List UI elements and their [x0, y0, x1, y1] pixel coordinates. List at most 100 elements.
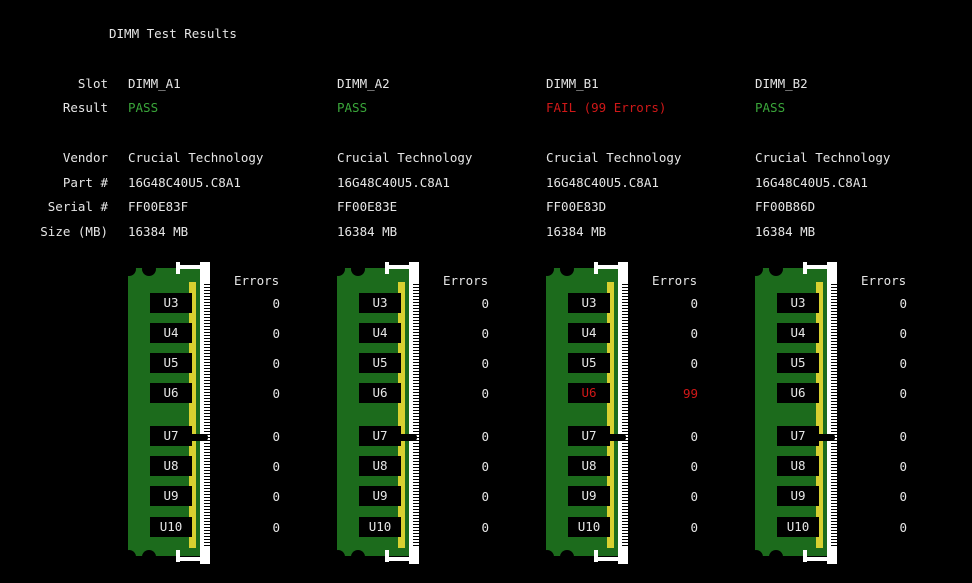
- error-count-u6: 0: [481, 386, 489, 401]
- memory-chip-u6: U6: [359, 383, 401, 403]
- label-serial: Serial #: [47, 199, 108, 214]
- error-count-u5: 0: [899, 356, 907, 371]
- label-size: Size (MB): [40, 224, 108, 239]
- dimm-notch: [142, 262, 156, 276]
- error-count-u10: 0: [272, 520, 280, 535]
- dimm-result: PASS: [337, 100, 368, 115]
- dimm-pcb: [546, 268, 618, 556]
- dimm-vendor: Crucial Technology: [128, 150, 264, 165]
- dimm-notch: [351, 550, 365, 564]
- dimm-vendor: Crucial Technology: [546, 150, 682, 165]
- dimm-pcb: [755, 268, 827, 556]
- error-count-u6: 0: [272, 386, 280, 401]
- dimm-part: 16G48C40U5.C8A1: [128, 175, 241, 190]
- dimm-latch-top-post: [594, 262, 598, 274]
- dimm-key-notch: [397, 434, 417, 441]
- memory-chip-u9: U9: [150, 486, 192, 506]
- label-result: Result: [62, 100, 108, 115]
- error-count-u3: 0: [272, 296, 280, 311]
- error-count-u3: 0: [690, 296, 698, 311]
- error-count-u7: 0: [899, 429, 907, 444]
- errors-header: Errors: [861, 273, 907, 288]
- dimm-notch: [560, 550, 574, 564]
- memory-chip-u7: U7: [568, 426, 610, 446]
- memory-chip-u10: U10: [568, 517, 610, 537]
- error-count-u6: 0: [899, 386, 907, 401]
- dimm-latch-top: [803, 265, 831, 269]
- dimm-latch-bottom: [803, 557, 831, 561]
- dimm-size: 16384 MB: [128, 224, 189, 239]
- dimm-vendor: Crucial Technology: [337, 150, 473, 165]
- dimm-size: 16384 MB: [755, 224, 816, 239]
- memory-chip-u5: U5: [777, 353, 819, 373]
- memory-chip-u9: U9: [777, 486, 819, 506]
- error-count-u7: 0: [272, 429, 280, 444]
- dimm-latch-top-post: [385, 262, 389, 274]
- memory-chip-u4: U4: [568, 323, 610, 343]
- error-count-u5: 0: [272, 356, 280, 371]
- dimm-part: 16G48C40U5.C8A1: [337, 175, 450, 190]
- dimm-notch: [769, 550, 783, 564]
- error-count-u5: 0: [481, 356, 489, 371]
- dimm-result: PASS: [128, 100, 159, 115]
- label-slot: Slot: [77, 76, 108, 91]
- dimm-latch-top-post: [176, 262, 180, 274]
- memory-chip-u7: U7: [777, 426, 819, 446]
- label-vendor: Vendor: [62, 150, 108, 165]
- error-count-u10: 0: [899, 520, 907, 535]
- dimm-slot-teeth: [622, 284, 628, 546]
- dimm-latch-bottom: [594, 557, 622, 561]
- dimm-gold-contacts: [607, 282, 614, 548]
- error-count-u5: 0: [690, 356, 698, 371]
- error-count-u8: 0: [272, 459, 280, 474]
- memory-chip-u4: U4: [150, 323, 192, 343]
- dimm-key-notch: [815, 434, 835, 441]
- dimm-slot-teeth: [204, 284, 210, 546]
- dimm-latch-bottom-post: [385, 550, 389, 562]
- dimm-part: 16G48C40U5.C8A1: [546, 175, 659, 190]
- errors-header: Errors: [652, 273, 698, 288]
- memory-chip-u3: U3: [359, 293, 401, 313]
- error-count-u7: 0: [481, 429, 489, 444]
- dimm-latch-top: [385, 265, 413, 269]
- dimm-serial: FF00E83E: [337, 199, 398, 214]
- page-title: DIMM Test Results: [109, 26, 237, 41]
- dimm-gold-contacts: [398, 282, 405, 548]
- errors-header: Errors: [443, 273, 489, 288]
- memory-chip-u6: U6: [150, 383, 192, 403]
- memory-chip-u6: U6: [568, 383, 610, 403]
- dimm-slot: DIMM_A2: [337, 76, 390, 91]
- memory-chip-u3: U3: [777, 293, 819, 313]
- dimm-notch: [540, 550, 554, 564]
- memory-chip-u8: U8: [568, 456, 610, 476]
- memory-chip-u3: U3: [150, 293, 192, 313]
- dimm-latch-bottom-post: [803, 550, 807, 562]
- dimm-latch-top: [594, 265, 622, 269]
- memory-chip-u4: U4: [359, 323, 401, 343]
- dimm-latch-bottom-post: [594, 550, 598, 562]
- memory-chip-u10: U10: [359, 517, 401, 537]
- dimm-notch: [749, 262, 763, 276]
- dimm-latch-top-post: [803, 262, 807, 274]
- dimm-vendor: Crucial Technology: [755, 150, 891, 165]
- memory-chip-u9: U9: [359, 486, 401, 506]
- dimm-result: PASS: [755, 100, 786, 115]
- dimm-serial: FF00E83F: [128, 199, 189, 214]
- dimm-notch: [331, 262, 345, 276]
- dimm-gold-contacts: [189, 282, 196, 548]
- memory-chip-u4: U4: [777, 323, 819, 343]
- error-count-u9: 0: [899, 489, 907, 504]
- error-count-u4: 0: [690, 326, 698, 341]
- error-count-u10: 0: [481, 520, 489, 535]
- memory-chip-u7: U7: [150, 426, 192, 446]
- error-count-u3: 0: [899, 296, 907, 311]
- dimm-slot: DIMM_A1: [128, 76, 181, 91]
- memory-chip-u7: U7: [359, 426, 401, 446]
- memory-chip-u5: U5: [150, 353, 192, 373]
- memory-chip-u9: U9: [568, 486, 610, 506]
